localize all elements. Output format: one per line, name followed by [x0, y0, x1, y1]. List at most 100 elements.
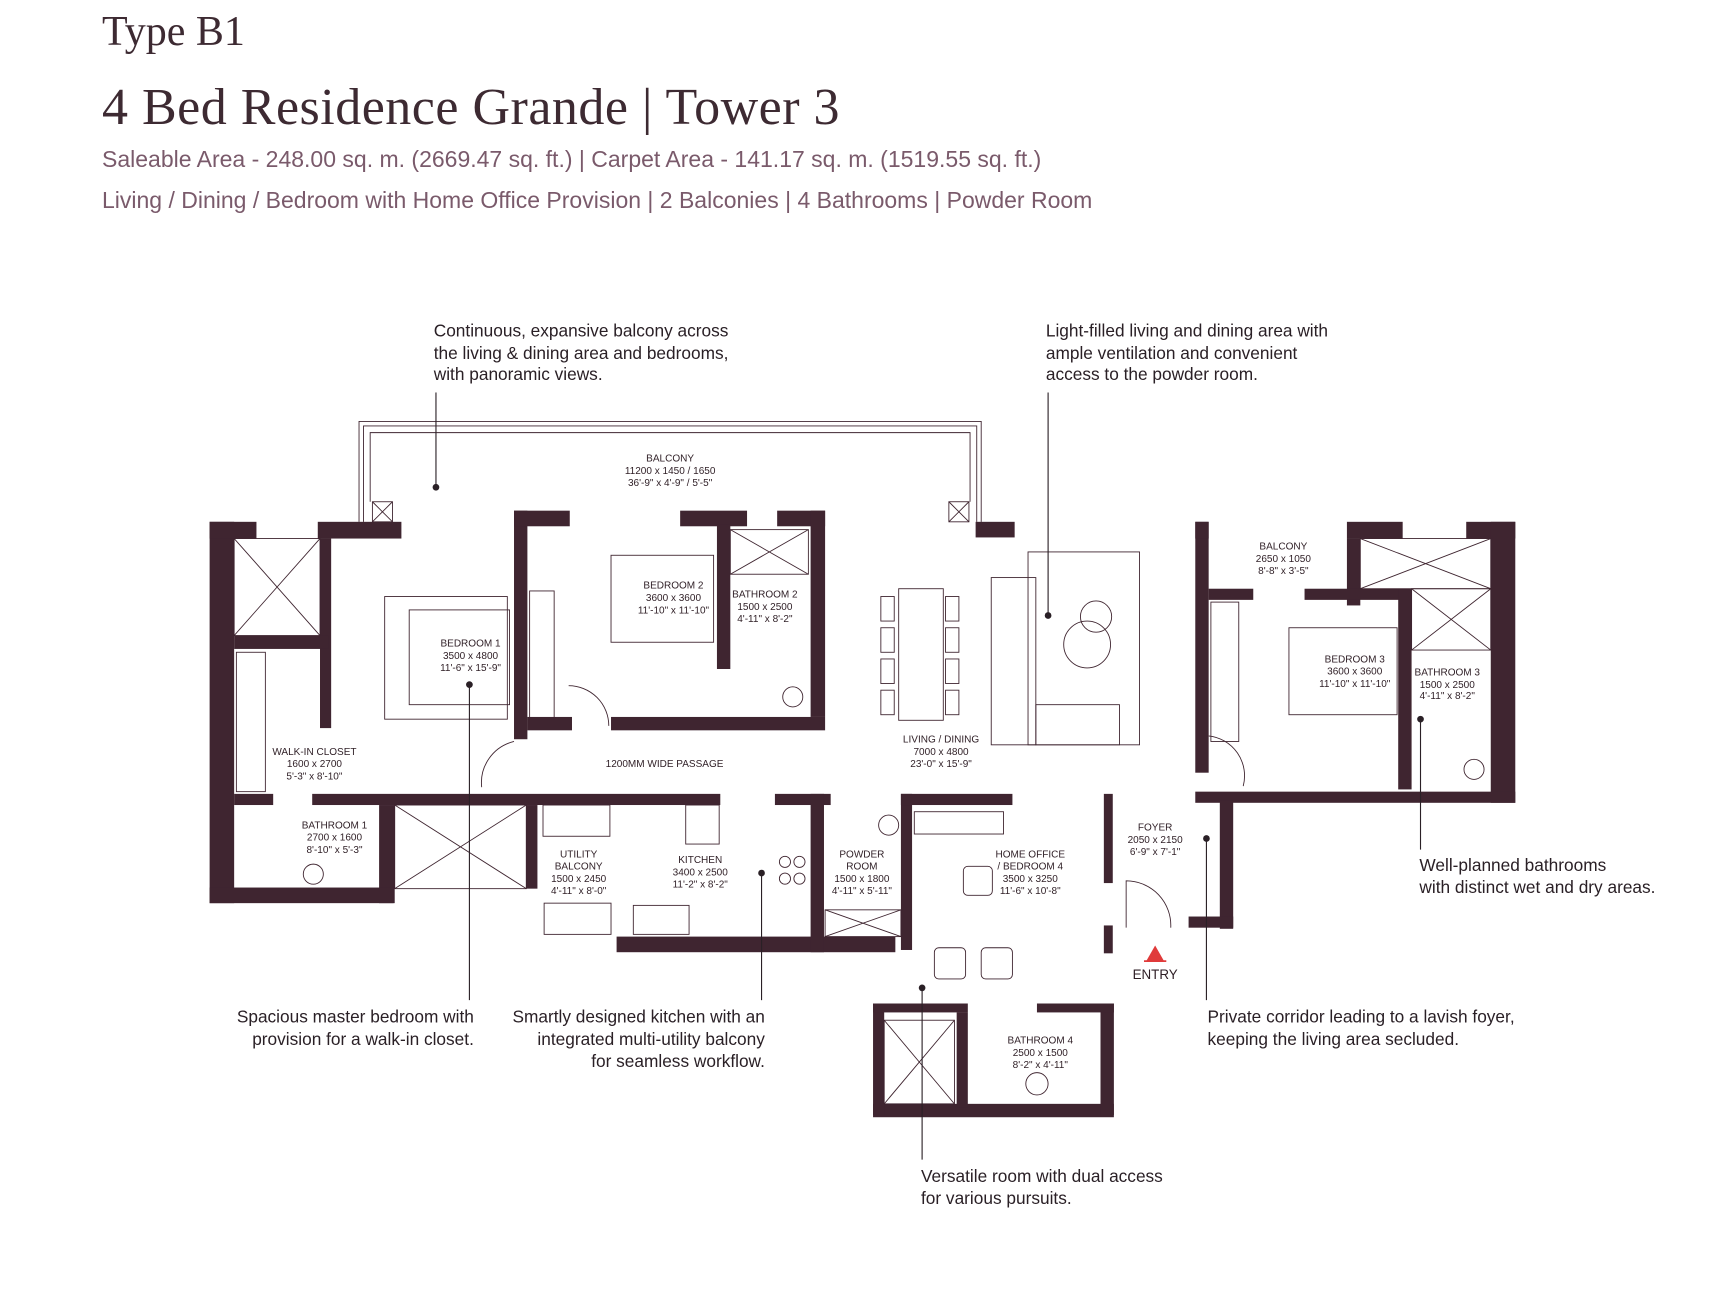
svg-text:3600 x 3600: 3600 x 3600: [1327, 667, 1383, 678]
svg-text:2650 x 1050: 2650 x 1050: [1256, 554, 1312, 565]
room-label-bedroom-3: BEDROOM 3 3600 x 3600 11'-10" x 11'-10": [1319, 654, 1391, 690]
svg-text:/ BEDROOM 4: / BEDROOM 4: [997, 862, 1063, 873]
svg-text:access to the powder room.: access to the powder room.: [1046, 364, 1258, 384]
svg-text:BALCONY: BALCONY: [555, 862, 603, 873]
svg-text:Spacious master bedroom with: Spacious master bedroom with: [237, 1006, 474, 1026]
svg-text:KITCHEN: KITCHEN: [678, 855, 722, 866]
svg-text:BEDROOM 2: BEDROOM 2: [643, 581, 704, 592]
features-summary: Living / Dining / Bedroom with Home Offi…: [102, 187, 1093, 213]
annotation-kitchen: Smartly designed kitchen with an integra…: [512, 869, 765, 1071]
svg-text:6'-9" x 7'-1": 6'-9" x 7'-1": [1130, 847, 1181, 858]
svg-text:4'-11" x 5'-11": 4'-11" x 5'-11": [832, 886, 893, 897]
annotation-versatile: Versatile room with dual access for vari…: [918, 984, 1163, 1208]
room-label-balcony-2: BALCONY 2650 x 1050 8'-8" x 3'-5": [1256, 542, 1312, 578]
svg-text:keeping the living area seclud: keeping the living area secluded.: [1208, 1029, 1459, 1049]
svg-text:Continuous, expansive balcony: Continuous, expansive balcony across: [434, 321, 729, 341]
room-label-home-office: HOME OFFICE / BEDROOM 4 3500 x 3250 11'-…: [995, 849, 1065, 897]
annotation-bathrooms: Well-planned bathrooms with distinct wet…: [1417, 715, 1655, 897]
entry-arrow-icon: [1146, 945, 1165, 962]
annotation-corridor: Private corridor leading to a lavish foy…: [1203, 835, 1515, 1049]
annotation-master: Spacious master bedroom with provision f…: [237, 681, 474, 1049]
svg-text:BEDROOM 1: BEDROOM 1: [440, 639, 501, 650]
svg-text:23'-0" x 15'-9": 23'-0" x 15'-9": [910, 759, 972, 770]
annotation-balcony: Continuous, expansive balcony across the…: [432, 321, 729, 491]
svg-text:FOYER: FOYER: [1138, 823, 1173, 834]
room-label-foyer: FOYER 2050 x 2150 6'-9" x 7'-1": [1128, 823, 1184, 859]
svg-text:3600 x 3600: 3600 x 3600: [646, 593, 702, 604]
svg-text:BALCONY: BALCONY: [646, 454, 694, 465]
plan-type: Type B1: [102, 9, 245, 55]
svg-text:the living & dining area and b: the living & dining area and bedrooms,: [434, 343, 729, 363]
svg-text:3400 x 2500: 3400 x 2500: [673, 867, 729, 878]
svg-text:2050 x 2150: 2050 x 2150: [1128, 835, 1184, 846]
room-label-bathroom-2: BATHROOM 2 1500 x 2500 4'-11" x 8'-2": [732, 590, 798, 626]
svg-text:7000 x 4800: 7000 x 4800: [913, 747, 969, 758]
svg-text:1600 x 2700: 1600 x 2700: [287, 759, 343, 770]
room-label-bathroom-4: BATHROOM 4 2500 x 1500 8'-2" x 4'-11": [1008, 1036, 1074, 1072]
furniture: [233, 529, 1492, 1105]
room-label-powder-room: POWDER ROOM 1500 x 1800 4'-11" x 5'-11": [832, 849, 893, 897]
svg-text:1500 x 2500: 1500 x 2500: [1420, 680, 1476, 691]
room-label-living-dining: LIVING / DINING 7000 x 4800 23'-0" x 15'…: [903, 735, 979, 771]
svg-text:with panoramic views.: with panoramic views.: [433, 364, 603, 384]
svg-text:11'-2" x 8'-2": 11'-2" x 8'-2": [673, 880, 729, 891]
svg-text:with distinct wet and dry area: with distinct wet and dry areas.: [1418, 877, 1655, 897]
svg-text:3500 x 4800: 3500 x 4800: [443, 651, 499, 662]
room-label-balcony-main: BALCONY 11200 x 1450 / 1650 36'-9" x 4'-…: [625, 454, 716, 490]
svg-text:5'-3" x 8'-10": 5'-3" x 8'-10": [286, 771, 342, 782]
svg-text:11'-6" x 10'-8": 11'-6" x 10'-8": [1000, 886, 1061, 897]
room-label-bedroom-1: BEDROOM 1 3500 x 4800 11'-6" x 15'-9": [440, 639, 501, 675]
svg-text:8'-8" x 3'-5": 8'-8" x 3'-5": [1258, 566, 1309, 577]
svg-text:BATHROOM 1: BATHROOM 1: [302, 820, 368, 831]
svg-text:POWDER: POWDER: [839, 849, 884, 860]
svg-text:BALCONY: BALCONY: [1259, 542, 1307, 553]
svg-text:ample ventilation and convenie: ample ventilation and convenient: [1046, 343, 1298, 363]
svg-text:36'-9" x 4'-9" / 5'-5": 36'-9" x 4'-9" / 5'-5": [628, 478, 713, 489]
page-title: 4 Bed Residence Grande | Tower 3: [102, 79, 841, 136]
svg-text:BEDROOM 3: BEDROOM 3: [1325, 654, 1386, 665]
svg-text:11'-10" x 11'-10": 11'-10" x 11'-10": [638, 605, 710, 616]
svg-text:for seamless workflow.: for seamless workflow.: [591, 1051, 765, 1071]
room-label-walk-in-closet: WALK-IN CLOSET 1600 x 2700 5'-3" x 8'-10…: [272, 747, 356, 783]
svg-text:for various pursuits.: for various pursuits.: [921, 1188, 1072, 1208]
svg-text:11200 x 1450 / 1650: 11200 x 1450 / 1650: [625, 466, 716, 477]
svg-text:Light-filled living and dining: Light-filled living and dining area with: [1046, 321, 1328, 341]
svg-text:ENTRY: ENTRY: [1133, 967, 1178, 982]
svg-text:HOME OFFICE: HOME OFFICE: [995, 849, 1065, 860]
room-label-passage: 1200MM WIDE PASSAGE: [606, 759, 724, 770]
svg-text:8'-10" x 5'-3": 8'-10" x 5'-3": [306, 845, 362, 856]
room-label-bathroom-1: BATHROOM 1 2700 x 1600 8'-10" x 5'-3": [302, 820, 368, 856]
svg-text:4'-11" x 8'-2": 4'-11" x 8'-2": [1420, 691, 1476, 702]
svg-text:ROOM: ROOM: [846, 862, 877, 873]
svg-text:BATHROOM 4: BATHROOM 4: [1008, 1036, 1074, 1047]
svg-text:11'-10" x 11'-10": 11'-10" x 11'-10": [1319, 679, 1391, 690]
svg-text:Well-planned bathrooms: Well-planned bathrooms: [1419, 855, 1606, 875]
svg-text:LIVING / DINING: LIVING / DINING: [903, 735, 979, 746]
svg-text:1500 x 2500: 1500 x 2500: [737, 602, 793, 613]
svg-text:Private corridor leading to a: Private corridor leading to a lavish foy…: [1208, 1006, 1515, 1026]
room-label-kitchen: KITCHEN 3400 x 2500 11'-2" x 8'-2": [673, 855, 729, 891]
svg-text:WALK-IN CLOSET: WALK-IN CLOSET: [272, 747, 356, 758]
area-summary: Saleable Area - 248.00 sq. m. (2669.47 s…: [102, 146, 1042, 172]
svg-text:8'-2" x 4'-11": 8'-2" x 4'-11": [1013, 1060, 1069, 1071]
svg-text:BATHROOM 3: BATHROOM 3: [1415, 668, 1481, 679]
svg-text:4'-11" x 8'-0": 4'-11" x 8'-0": [551, 886, 607, 897]
svg-text:UTILITY: UTILITY: [560, 849, 598, 860]
annotation-living: Light-filled living and dining area with…: [1044, 321, 1328, 619]
room-label-bathroom-3: BATHROOM 3 1500 x 2500 4'-11" x 8'-2": [1415, 668, 1481, 702]
svg-text:3500 x 3250: 3500 x 3250: [1003, 874, 1059, 885]
svg-text:1500 x 1800: 1500 x 1800: [834, 874, 890, 885]
svg-text:1500 x 2450: 1500 x 2450: [551, 874, 607, 885]
main-balcony-outline: [358, 421, 982, 523]
svg-text:2500 x 1500: 2500 x 1500: [1013, 1048, 1069, 1059]
walls: [209, 510, 1516, 1118]
svg-text:Versatile room with dual acces: Versatile room with dual access: [921, 1166, 1163, 1186]
svg-text:provision for a walk-in closet: provision for a walk-in closet.: [252, 1029, 474, 1049]
svg-text:4'-11" x 8'-2": 4'-11" x 8'-2": [737, 614, 793, 625]
svg-text:integrated multi-utility balco: integrated multi-utility balcony: [537, 1029, 765, 1049]
room-label-bedroom-2: BEDROOM 2 3600 x 3600 11'-10" x 11'-10": [638, 581, 710, 617]
entry-marker: ENTRY: [1133, 945, 1178, 982]
svg-text:BATHROOM 2: BATHROOM 2: [732, 590, 798, 601]
room-label-utility-balcony: UTILITY BALCONY 1500 x 2450 4'-11" x 8'-…: [551, 849, 607, 897]
